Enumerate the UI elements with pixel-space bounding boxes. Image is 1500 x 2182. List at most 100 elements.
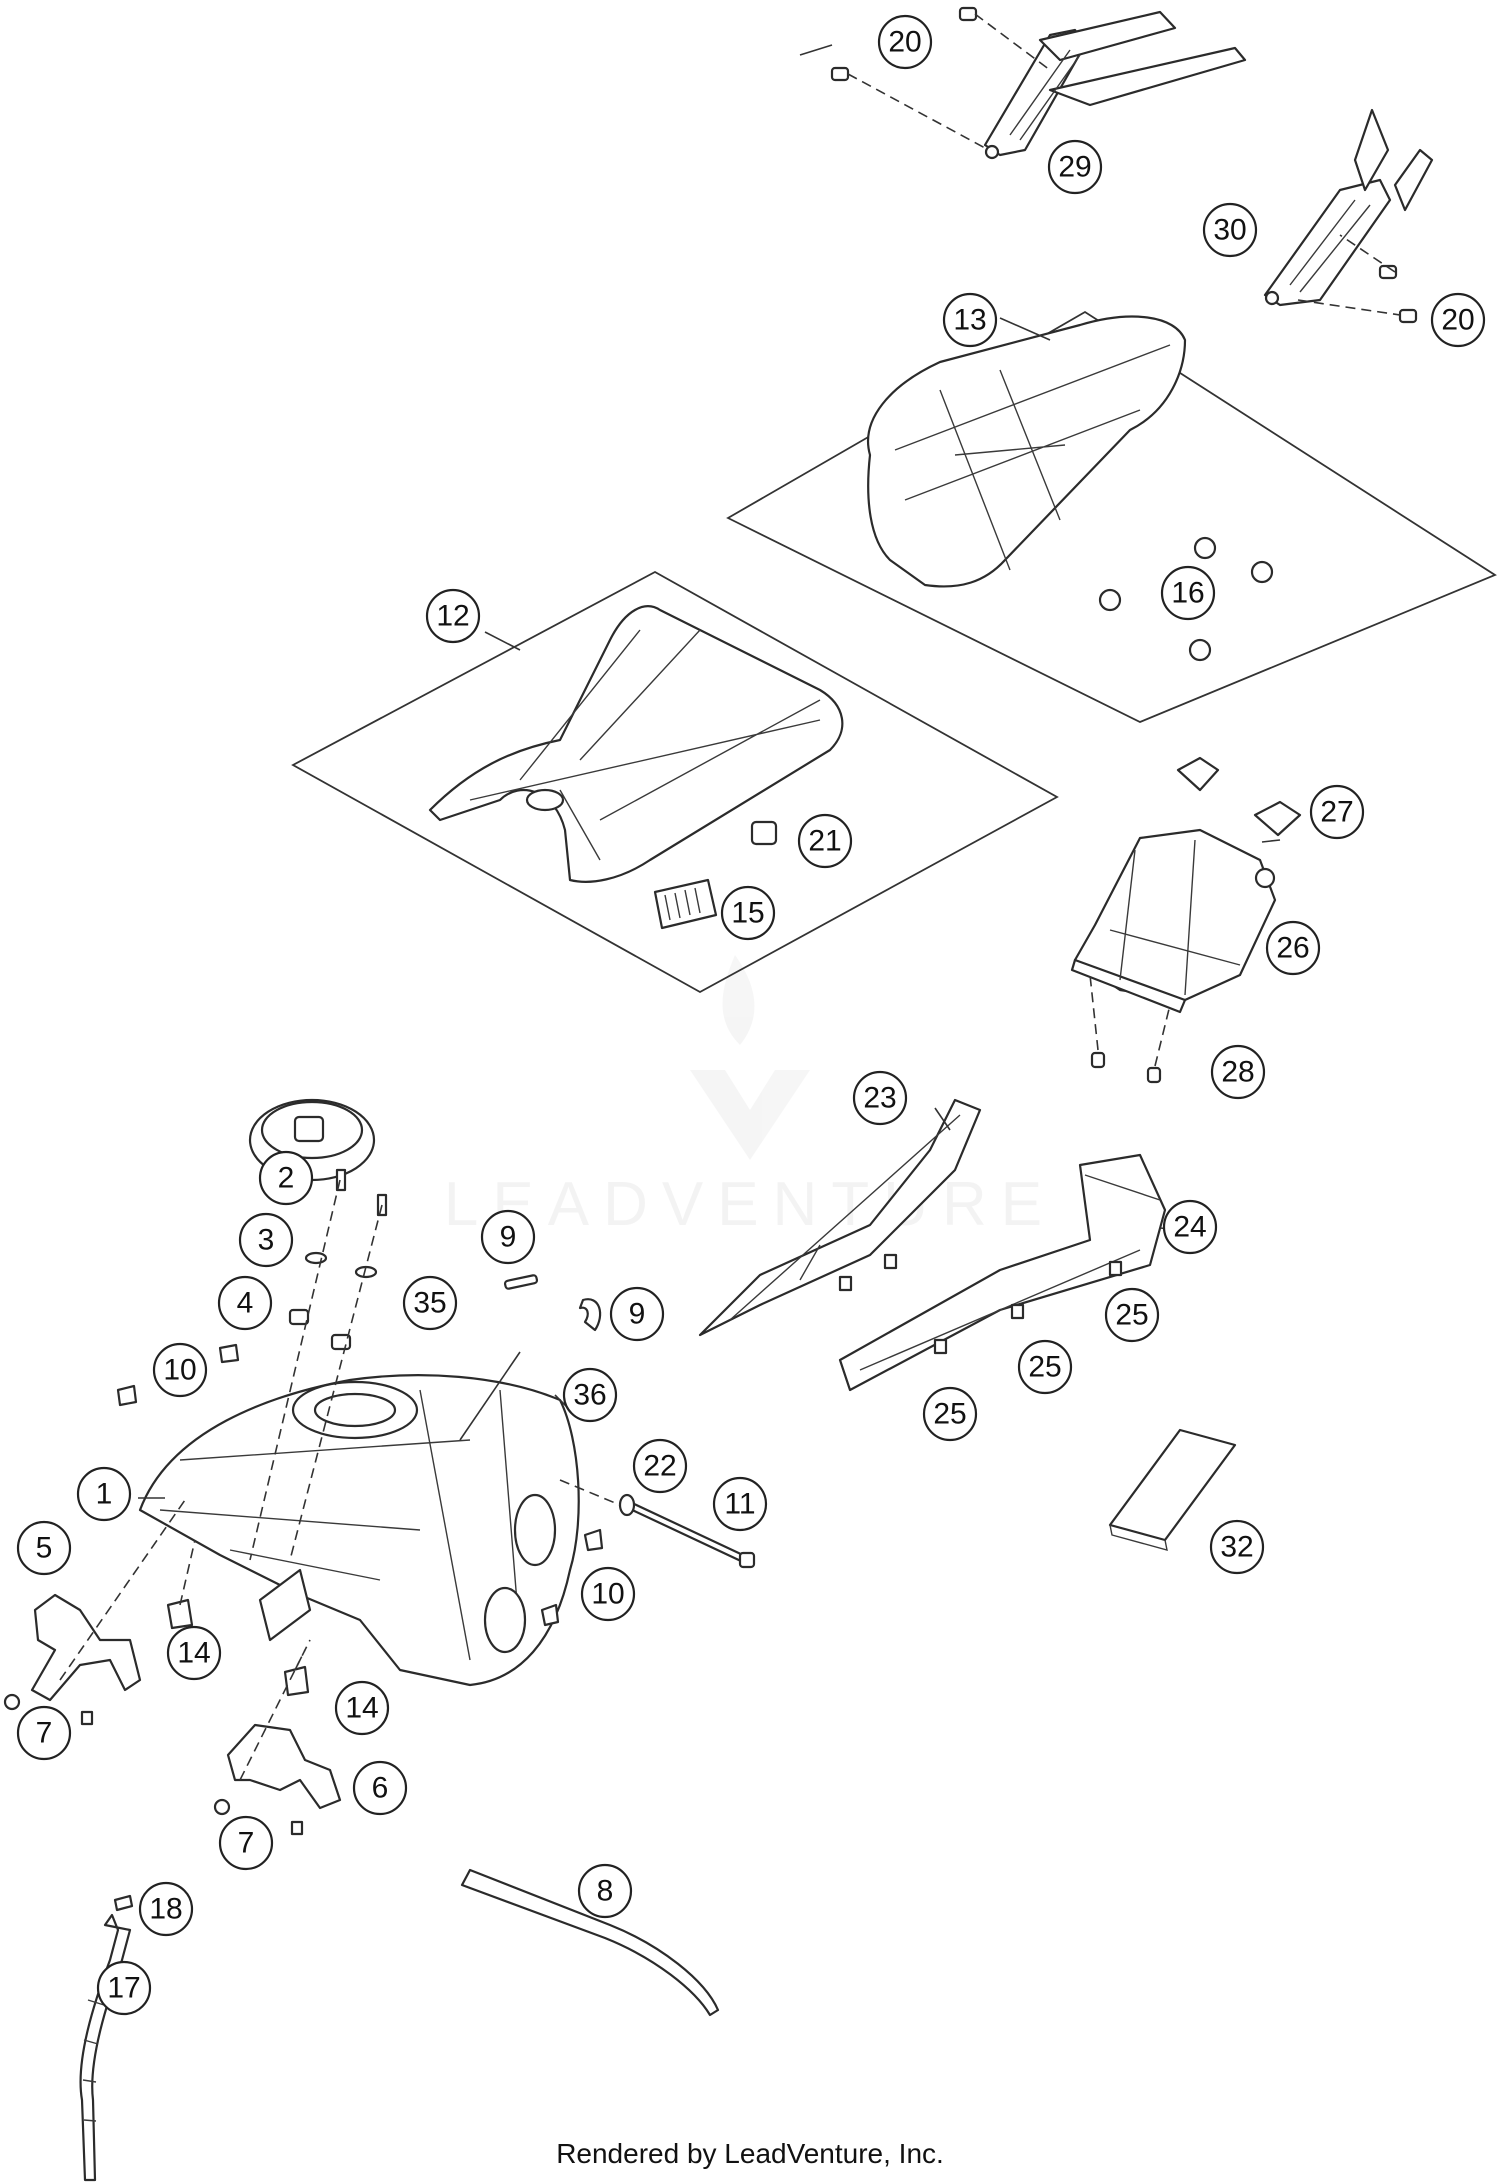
callout-5: 5 [16, 1520, 72, 1576]
callout-7-left-text: 7 [36, 1717, 53, 1750]
callout-10-left: 10 [152, 1342, 208, 1398]
callout-36-text: 36 [573, 1379, 606, 1412]
callout-9-top: 9 [480, 1209, 536, 1265]
screws-28 [1090, 1051, 1162, 1084]
callout-25-a: 25 [1104, 1287, 1160, 1343]
callout-12-text: 12 [436, 600, 469, 633]
front-seat [428, 605, 844, 883]
rubber-buffers-10 [116, 1343, 604, 1627]
spacers-4 [288, 1308, 352, 1351]
callout-30-text: 30 [1213, 214, 1246, 247]
callout-35: 35 [402, 1275, 458, 1331]
clip-21 [750, 820, 778, 846]
callout-4: 4 [217, 1275, 273, 1331]
bolts-2 [335, 1168, 388, 1217]
callout-20-right-text: 20 [1441, 304, 1474, 337]
fuse-15 [653, 878, 718, 930]
callout-7-right-text: 7 [238, 1827, 255, 1860]
callout-22: 22 [632, 1438, 688, 1494]
callout-28: 28 [1210, 1044, 1266, 1100]
callout-2: 2 [258, 1150, 314, 1206]
callout-22-text: 22 [643, 1450, 676, 1483]
screws-25 [838, 1253, 1123, 1355]
bracket-6 [213, 1723, 342, 1836]
callout-26: 26 [1265, 920, 1321, 976]
callout-1: 1 [76, 1466, 132, 1522]
callout-14-right: 14 [334, 1680, 390, 1736]
callout-16-text: 16 [1171, 577, 1204, 610]
screws-20 [830, 6, 1418, 324]
callout-8-text: 8 [597, 1875, 614, 1908]
hose-17 [79, 1913, 132, 2182]
washer-22 [618, 1493, 636, 1517]
callout-28-text: 28 [1221, 1056, 1254, 1089]
callout-14-left-text: 14 [177, 1637, 210, 1670]
clamp-18 [113, 1894, 134, 1912]
callout-32-text: 32 [1220, 1531, 1253, 1564]
callout-20-top: 20 [877, 14, 933, 70]
side-rail-24 [838, 1153, 1167, 1392]
callout-11-text: 11 [724, 1488, 755, 1521]
callout-6: 6 [352, 1760, 408, 1816]
washers-3 [304, 1251, 378, 1279]
pin-9a [503, 1274, 539, 1290]
callout-18: 18 [138, 1881, 194, 1937]
callout-7-right: 7 [218, 1815, 274, 1871]
callout-29: 29 [1047, 139, 1103, 195]
grab-handle-left [983, 10, 1247, 160]
callout-3-text: 3 [258, 1224, 275, 1257]
callout-17-text: 17 [107, 1972, 140, 2005]
callout-9-top-text: 9 [500, 1221, 517, 1254]
strap-8 [460, 1868, 720, 2017]
grommets-27 [1176, 756, 1302, 837]
callout-27-text: 27 [1320, 796, 1353, 829]
callout-25-b-text: 25 [1028, 1351, 1061, 1384]
callout-14-right-text: 14 [345, 1692, 378, 1725]
callout-8: 8 [577, 1863, 633, 1919]
callout-13-text: 13 [953, 304, 986, 337]
callout-35-text: 35 [413, 1287, 446, 1320]
nuts-16 [1098, 536, 1274, 662]
callout-18-text: 18 [149, 1893, 182, 1926]
expansion-tank-26 [1070, 828, 1277, 1014]
grab-handle-right [1263, 108, 1434, 307]
watermark-logo: LEADVENTURE [444, 955, 1056, 1239]
callout-23-text: 23 [863, 1082, 896, 1115]
callout-25-b: 25 [1017, 1339, 1073, 1395]
callout-25-a-text: 25 [1115, 1299, 1148, 1332]
callout-15: 15 [720, 885, 776, 941]
callout-6-text: 6 [372, 1772, 389, 1805]
callout-2-text: 2 [278, 1162, 295, 1195]
callout-9-right-text: 9 [629, 1298, 646, 1331]
callout-14-left: 14 [166, 1625, 222, 1681]
side-rail-23 [698, 1098, 982, 1337]
callout-15-text: 15 [731, 897, 764, 930]
callout-10-right: 10 [580, 1566, 636, 1622]
callout-5-text: 5 [36, 1532, 53, 1565]
callout-30: 30 [1202, 202, 1258, 258]
clip-9b [578, 1298, 602, 1332]
front-seat-panel [291, 570, 1059, 994]
watermark-text: LEADVENTURE [444, 1170, 1056, 1239]
callout-11: 11 [712, 1476, 768, 1532]
callout-26-text: 26 [1276, 932, 1309, 965]
callout-12: 12 [425, 588, 481, 644]
owners-manual-32 [1108, 1428, 1237, 1551]
callout-10-left-text: 10 [163, 1354, 196, 1387]
callout-25-c: 25 [922, 1386, 978, 1442]
callout-36: 36 [562, 1367, 618, 1423]
callout-7-left: 7 [16, 1705, 72, 1761]
bracket-5 [3, 1593, 142, 1726]
callout-17: 17 [96, 1960, 152, 2016]
callout-16: 16 [1160, 565, 1216, 621]
callout-10-right-text: 10 [591, 1578, 624, 1611]
callout-25-c-text: 25 [933, 1398, 966, 1431]
callout-21-text: 21 [808, 825, 841, 858]
fuel-tank [138, 1374, 580, 1687]
callout-21: 21 [797, 813, 853, 869]
callout-1-text: 1 [96, 1478, 113, 1511]
callout-20-right: 20 [1430, 292, 1486, 348]
callout-3: 3 [238, 1212, 294, 1268]
callout-20-top-text: 20 [888, 26, 921, 59]
